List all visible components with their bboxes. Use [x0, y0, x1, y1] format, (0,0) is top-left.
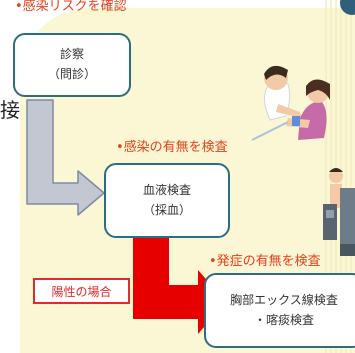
heading-infection-presence: •感染の有無を検査 — [116, 140, 228, 155]
heading-onset-presence: •発症の有無を検査 — [209, 254, 321, 269]
xray-test-box-subtitle: ・喀痰検査 — [253, 312, 314, 327]
xray-test-box: 胸部エックス線検査 ・喀痰検査 — [204, 273, 355, 348]
heading-infection-risk: •感染リスクを確認 — [15, 0, 127, 14]
blood-test-box-title: 血液検査 — [142, 182, 191, 197]
red-flow-arrow — [133, 236, 226, 334]
xray-illustration — [323, 168, 355, 256]
clipped-side-text: 接 — [0, 98, 20, 122]
positive-case-label: 陽性の場合 — [33, 278, 130, 304]
blood-test-box-subtitle: （採血） — [142, 202, 191, 217]
exam-box-title: 診察 — [59, 47, 84, 62]
decorative-circle — [340, 0, 355, 15]
blood-test-box: 血液検査 （採血） — [104, 163, 230, 238]
exam-box: 診察 （問診） — [13, 33, 131, 97]
nurse-patient-illustration — [251, 65, 330, 141]
gray-flow-arrow — [26, 99, 105, 216]
exam-box-subtitle: （問診） — [47, 67, 96, 81]
xray-test-box-title: 胸部エックス線検査 — [230, 292, 338, 307]
